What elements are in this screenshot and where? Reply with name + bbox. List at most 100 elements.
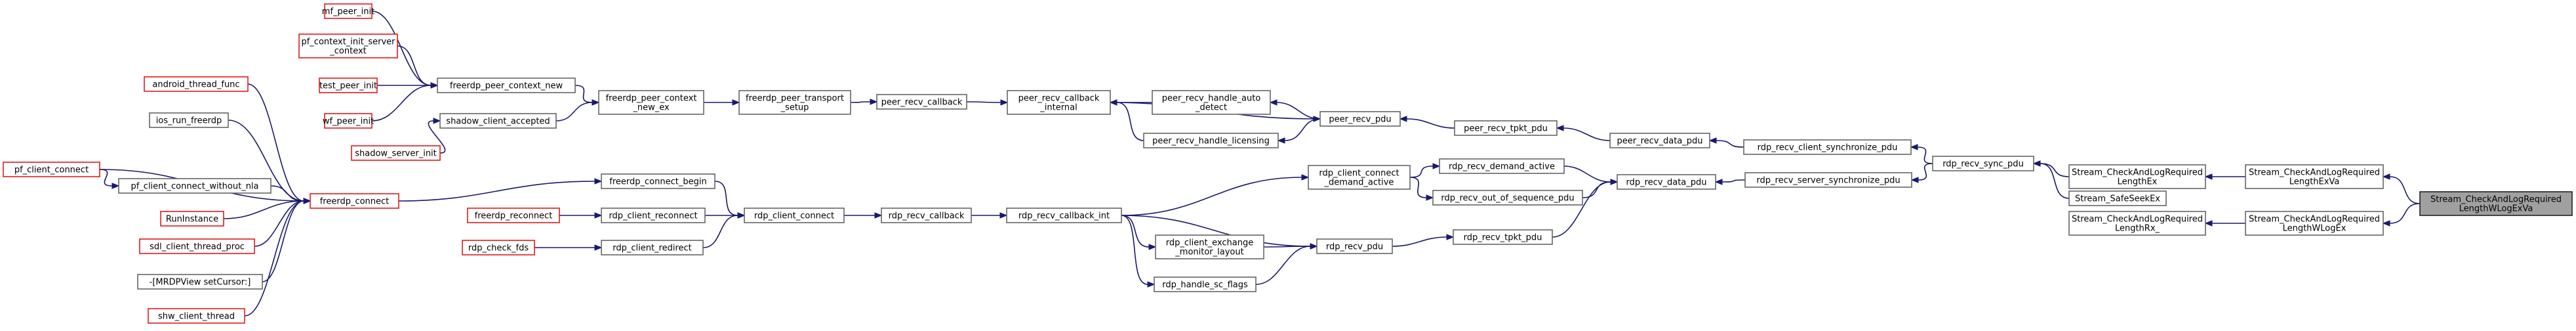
node-shadow-server-init[interactable]: shadow_server_init <box>351 145 441 161</box>
node-label: LengthRx_ <box>2115 224 2160 234</box>
edge-line <box>1406 118 1455 129</box>
node-label: Stream_SafeSeekEx <box>2075 194 2160 204</box>
node-label: _monitor_layout <box>1175 248 1243 257</box>
arrowhead <box>1399 116 1407 122</box>
node-rdp-client-exchange-monitor-layout[interactable]: rdp_client_exchange_monitor_layout <box>1155 234 1264 259</box>
node-ios-run-freerdp[interactable]: ios_run_freerdp <box>149 112 229 128</box>
node-rdp-recv-client-synchronize-pdu[interactable]: rdp_recv_client_synchronize_pdu <box>1743 139 1912 155</box>
node-peer-recv-handle-licensing[interactable]: peer_recv_handle_licensing <box>1143 133 1279 148</box>
arrowhead <box>2204 220 2213 227</box>
node-rdp-recv-sync-pdu[interactable]: rdp_recv_sync_pdu <box>1932 156 2034 171</box>
node-freerdp-peer-transport-setup[interactable]: freerdp_peer_transport_setup <box>738 90 851 115</box>
node-box <box>2068 164 2206 189</box>
node-peer-recv-data-pdu[interactable]: peer_recv_data_pdu <box>1609 133 1710 148</box>
node-peer-recv-tpkt-pdu[interactable]: peer_recv_tpkt_pdu <box>1454 120 1558 136</box>
node-box <box>2068 211 2206 236</box>
node-rdp-client-connect-demand-active[interactable]: rdp_client_connect_demand_active <box>1308 165 1411 190</box>
node-wf-peer-init[interactable]: wf_peer_init <box>323 113 374 129</box>
edge-line <box>2389 203 2421 224</box>
arrowhead <box>1556 125 1564 131</box>
node-label: peer_recv_callback <box>1018 94 1100 104</box>
node-pf-client-connect-without-nla[interactable]: pf_client_connect_without_nla <box>118 178 272 194</box>
arrowhead <box>1109 99 1117 106</box>
node-label: pf_client_connect <box>14 166 89 175</box>
node-box <box>462 240 535 255</box>
node-box <box>1319 111 1401 127</box>
node-shw-client-thread[interactable]: shw_client_thread <box>148 308 245 324</box>
edge-rdp-check-fds-to-rdp-client-redirect <box>534 244 603 251</box>
node-label: rdp_client_connect <box>754 211 834 221</box>
edge-line <box>1255 246 1311 285</box>
node-freerdp-connect-begin[interactable]: freerdp_connect_begin <box>601 173 715 189</box>
node-peer-recv-handle-auto-detect[interactable]: peer_recv_handle_auto_detect <box>1152 90 1271 115</box>
node-test-peer-init[interactable]: test_peer_init <box>319 77 378 93</box>
node-label: rdp_recv_demand_active <box>1449 162 1555 172</box>
node-box <box>1432 190 1583 206</box>
node-box <box>139 238 255 254</box>
node-rdp-client-reconnect[interactable]: rdp_client_reconnect <box>601 208 706 223</box>
node-peer-recv-callback[interactable]: peer_recv_callback <box>876 94 967 110</box>
node-rdp-handle-sc-flags[interactable]: rdp_handle_sc_flags <box>1154 276 1257 292</box>
node-run-instance[interactable]: RunInstance <box>160 211 224 227</box>
node-rdp-recv-data-pdu[interactable]: rdp_recv_data_pdu <box>1617 174 1716 190</box>
node-rdp-recv-tpkt-pdu[interactable]: rdp_recv_tpkt_pdu <box>1453 229 1553 245</box>
node-box <box>160 211 224 227</box>
node-box <box>310 193 399 209</box>
node-peer-recv-callback-internal[interactable]: peer_recv_callback_internal <box>1007 90 1111 115</box>
node-rdp-recv-out-of-sequence-pdu[interactable]: rdp_recv_out_of_sequence_pdu <box>1432 190 1583 206</box>
node-shadow-client-accepted[interactable]: shadow_client_accepted <box>439 113 557 129</box>
node-label: freerdp_reconnect <box>475 211 553 221</box>
node-rdp-recv-callback-int[interactable]: rdp_recv_callback_int <box>1006 208 1122 223</box>
node-rdp-client-redirect[interactable]: rdp_client_redirect <box>601 240 704 255</box>
edge-line <box>1276 102 1321 120</box>
node-label: _context <box>329 47 367 56</box>
arrowhead <box>874 212 883 219</box>
node-label: peer_recv_data_pdu <box>1617 137 1702 146</box>
node-box <box>1617 174 1716 190</box>
node-label: rdp_recv_callback <box>889 211 965 221</box>
node-rdp-recv-callback[interactable]: rdp_recv_callback <box>881 208 972 223</box>
node-rdp-recv-server-synchronize-pdu[interactable]: rdp_recv_server_synchronize_pdu <box>1744 172 1912 188</box>
node-rdp-check-fds[interactable]: rdp_check_fds <box>462 240 535 255</box>
node-sdl-client-thread-proc[interactable]: sdl_client_thread_proc <box>139 238 255 254</box>
arrowhead <box>1147 281 1156 288</box>
node-label: android_thread_func <box>152 80 239 90</box>
node-box <box>2068 190 2167 206</box>
edge-line <box>1121 215 1311 247</box>
edge-line <box>2389 176 2421 204</box>
node-box <box>3 162 100 177</box>
node-rdp-recv-pdu[interactable]: rdp_recv_pdu <box>1316 238 1393 254</box>
edge-line <box>555 102 593 121</box>
node-label: -[MRDPView setCursor:] <box>150 278 251 288</box>
node-label: Stream_CheckAndLogRequired <box>2072 168 2203 178</box>
node-box <box>1154 276 1257 292</box>
arrowhead <box>1269 99 1278 106</box>
node-box <box>1155 234 1264 259</box>
arrowhead <box>594 178 603 185</box>
node-freerdp-reconnect[interactable]: freerdp_reconnect <box>467 208 560 223</box>
arrowhead <box>1277 137 1285 144</box>
node-label: LengthWLogEx <box>2283 224 2346 234</box>
arrowhead <box>2382 220 2390 227</box>
node-label: sdl_client_thread_proc <box>150 242 245 252</box>
node-mf-peer-init[interactable]: mf_peer_init <box>322 3 374 19</box>
node-rdp-client-connect[interactable]: rdp_client_connect <box>744 208 845 223</box>
node-freerdp-connect[interactable]: freerdp_connect <box>310 193 399 209</box>
node-pf-context-init-server-context[interactable]: pf_context_init_server_context <box>298 33 398 58</box>
edge-stream-safe-seek-ex-to-rdp-recv-sync-pdu <box>2032 160 2070 199</box>
node-freerdp-peer-context-new[interactable]: freerdp_peer_context_new <box>437 77 576 93</box>
arrowhead <box>1446 234 1455 240</box>
node-pf-client-connect[interactable]: pf_client_connect <box>3 162 100 177</box>
node-stream-safe-seek-ex[interactable]: Stream_SafeSeekEx <box>2068 190 2167 206</box>
node-android-thread-func[interactable]: android_thread_func <box>144 76 249 92</box>
node-peer-recv-pdu[interactable]: peer_recv_pdu <box>1319 111 1401 127</box>
node-rdp-recv-demand-active[interactable]: rdp_recv_demand_active <box>1439 158 1565 174</box>
edge-line <box>702 215 738 248</box>
node-mrdpview-set-cursor[interactable]: -[MRDPView setCursor:] <box>137 274 263 290</box>
node-freerdp-peer-context-new-ex[interactable]: freerdp_peer_context_new_ex <box>598 90 704 115</box>
